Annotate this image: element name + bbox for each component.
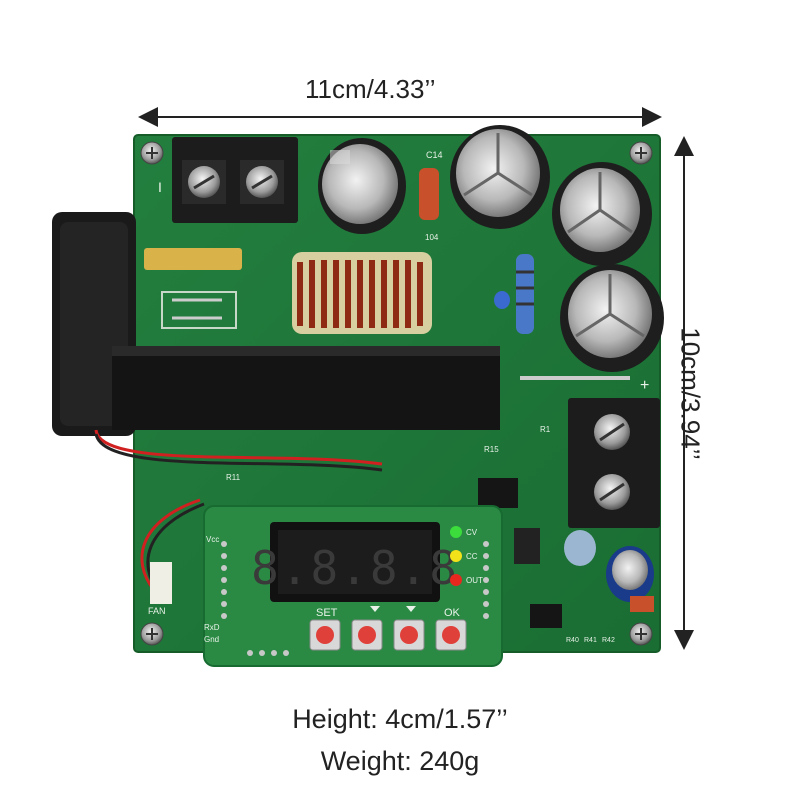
input-capacitor (318, 138, 406, 234)
down-arrow-icon (406, 606, 416, 612)
height-spec: Height: 4cm/1.57’’ (292, 704, 508, 734)
output-capacitor-1 (450, 125, 550, 229)
fuse-holder (144, 248, 242, 270)
r41-label: R41 (584, 637, 597, 644)
rxd-label: RxD (204, 623, 220, 632)
r40-label: R40 (566, 637, 579, 644)
width-dimension-label: 11cm/4.33’’ (305, 74, 436, 104)
output-terminal-block (568, 398, 660, 528)
heatsink (112, 346, 500, 430)
down-arrow-icon (370, 606, 380, 612)
out-label: OUT (466, 576, 483, 585)
cap-label: C14 (426, 150, 443, 160)
gnd-label: Gnd (204, 635, 219, 644)
ok-label: OK (444, 607, 461, 619)
display-readout: 8.8.8.8 (251, 541, 459, 595)
cap-value: 104 (425, 233, 439, 242)
cc-label: CC (466, 552, 478, 561)
r42-label: R42 (602, 637, 615, 644)
r15-label: R15 (484, 445, 499, 454)
mounting-screw-icon (140, 141, 653, 646)
cv-label: CV (466, 528, 478, 537)
set-label: SET (316, 607, 338, 619)
resistor (516, 254, 534, 334)
fan-label: FAN (148, 606, 166, 616)
output-capacitor-2 (552, 162, 652, 266)
seven-segment-display (270, 522, 440, 602)
fan-connector (150, 562, 172, 604)
output-plus: + (640, 377, 649, 394)
out-led-icon (450, 574, 462, 586)
set-button[interactable] (309, 619, 341, 651)
r11-label: R11 (226, 473, 241, 482)
vcc-label: Vcc (206, 535, 219, 544)
down-button[interactable] (351, 619, 383, 651)
r1-label: R1 (540, 425, 551, 434)
cc-led-icon (450, 550, 462, 562)
input-marker: I (158, 179, 162, 195)
up-button[interactable] (393, 619, 425, 651)
ok-button[interactable] (435, 619, 467, 651)
cv-led-icon (450, 526, 462, 538)
inductor-coil (292, 252, 432, 334)
weight-spec: Weight: 240g (320, 746, 480, 776)
output-capacitor-3 (560, 264, 664, 372)
input-terminal-block (172, 137, 298, 223)
